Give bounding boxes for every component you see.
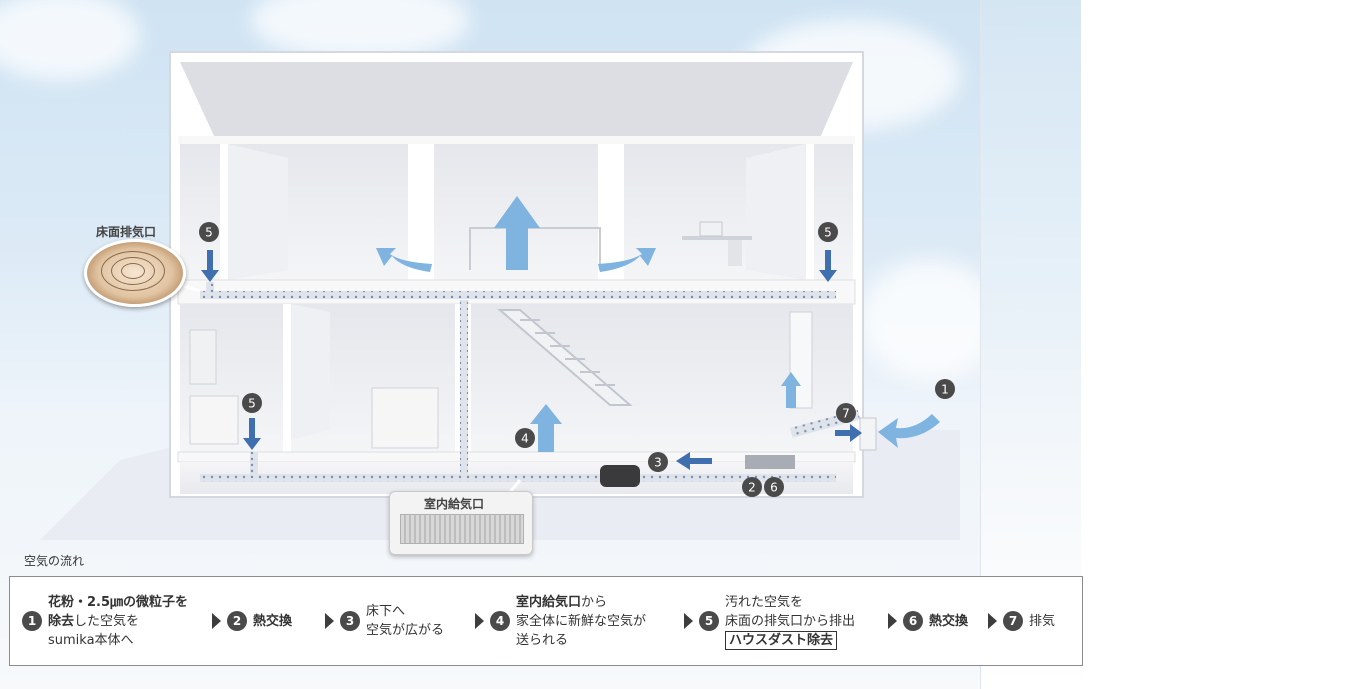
duct-vertical — [460, 300, 468, 476]
step-text: 空気が広がる — [366, 623, 445, 638]
marker-1: 1 — [935, 379, 955, 399]
step-text: 床下へ — [366, 604, 406, 619]
step-number: 2 — [227, 611, 247, 631]
arrow-right-icon — [325, 613, 334, 629]
wall-side — [291, 304, 330, 440]
marker-5: 5 — [818, 222, 838, 242]
step-6: 6 熱交換 — [888, 577, 988, 665]
wash-basin — [189, 395, 239, 445]
indoor-supply-label: 室内給気口 — [424, 497, 485, 511]
wall-side — [746, 144, 806, 280]
outdoor-hood — [859, 417, 877, 451]
marker-5: 5 — [242, 393, 262, 413]
marker-7: 7 — [836, 403, 856, 423]
kitchen-counter — [371, 387, 439, 449]
step-number: 1 — [22, 611, 42, 631]
svg-text:3: 3 — [654, 456, 662, 470]
duct-underfloor — [200, 474, 836, 482]
step-text: 汚れた空気を — [725, 594, 804, 610]
svg-text:6: 6 — [770, 481, 778, 495]
wall-side — [228, 144, 288, 280]
monitor — [699, 221, 723, 237]
step-number: 6 — [903, 611, 923, 631]
wall — [283, 304, 291, 452]
marker-5: 5 — [199, 222, 219, 242]
airflow-steps: 1 花粉・2.5㎛の微粒子を 除去した空気を sumika本体へ 2 熱交換 3… — [9, 576, 1083, 666]
step-1: 1 花粉・2.5㎛の微粒子を 除去した空気を sumika本体へ — [22, 577, 217, 665]
svg-text:1: 1 — [941, 383, 949, 397]
svg-text:5: 5 — [824, 226, 832, 240]
house-dust-badge: ハウスダスト除去 — [725, 630, 838, 650]
heat-exchanger — [745, 455, 795, 469]
exhaust-arrows — [201, 250, 862, 470]
step-text: 排気 — [1029, 613, 1056, 629]
floor-vent-photo — [84, 239, 186, 307]
marker-2: 2 — [742, 477, 762, 497]
step-text: した空気を — [74, 613, 140, 629]
step-number: 4 — [490, 611, 510, 631]
cabinet — [189, 329, 217, 385]
flow-title: 空気の流れ — [24, 554, 85, 568]
step-text: 家全体に新鮮な空気が — [516, 613, 647, 629]
sumika-unit — [600, 465, 640, 487]
svg-text:7: 7 — [842, 407, 850, 421]
marker-4: 4 — [515, 428, 535, 448]
marker-3: 3 — [648, 452, 668, 472]
arrow-right-icon — [988, 613, 997, 629]
arrow-right-icon — [684, 613, 693, 629]
airflow-arrows — [376, 196, 940, 452]
duct-riser — [250, 452, 258, 478]
step-5: 5 汚れた空気を 床面の排気口から排出 ハウスダスト除去 — [684, 577, 889, 665]
step-text: から — [581, 594, 608, 610]
staircase — [497, 309, 633, 406]
wall — [806, 144, 814, 280]
step-2: 2 熱交換 — [212, 577, 322, 665]
step-number: 7 — [1003, 611, 1023, 631]
arrow-right-icon — [475, 613, 484, 629]
step-7: 7 排気 — [988, 577, 1078, 665]
wall — [598, 144, 624, 280]
drawer — [728, 240, 742, 266]
arrow-right-icon — [212, 613, 221, 629]
ceiling-slab — [178, 136, 855, 144]
desk — [682, 236, 752, 240]
lower-floor — [180, 304, 853, 452]
step-text: 花粉・2.5㎛の微粒子を — [48, 594, 189, 610]
step-text: 熱交換 — [253, 613, 293, 629]
floor-vent-label: 床面排気口 — [96, 225, 157, 239]
duct-upper — [200, 291, 836, 299]
wall — [408, 144, 434, 280]
attic — [180, 62, 853, 138]
arrow-right-icon — [888, 613, 897, 629]
svg-text:5: 5 — [205, 226, 213, 240]
diagram-page-right — [980, 0, 1081, 689]
svg-text:4: 4 — [521, 432, 529, 446]
cloud — [860, 260, 980, 380]
svg-text:2: 2 — [748, 481, 756, 495]
wall — [220, 144, 228, 280]
step-text: sumika本体へ — [48, 632, 134, 648]
callout-line-supply — [508, 479, 522, 493]
marker-6: 6 — [764, 477, 784, 497]
duct-riser — [206, 282, 214, 296]
svg-text:5: 5 — [248, 397, 256, 411]
step-4: 4 室内給気口から 家全体に新鮮な空気が 送られる — [475, 577, 685, 665]
step-number: 5 — [699, 611, 719, 631]
step-text-emphasis: 除去 — [48, 613, 75, 629]
step-text: 熱交換 — [929, 613, 969, 629]
step-text-emphasis: 室内給気口 — [516, 594, 582, 610]
house-cutaway: 5 5 5 4 3 2 6 7 1 — [40, 51, 960, 540]
supply-grill — [400, 514, 524, 544]
step-text: 床面の排気口から排出 — [725, 613, 856, 629]
step-3: 3 床下へ 空気が広がる — [325, 577, 475, 665]
step-text: 送られる — [516, 632, 569, 648]
indoor-supply-photo: 室内給気口 — [389, 491, 533, 555]
step-number: 3 — [340, 611, 360, 631]
cloud — [0, 0, 140, 80]
